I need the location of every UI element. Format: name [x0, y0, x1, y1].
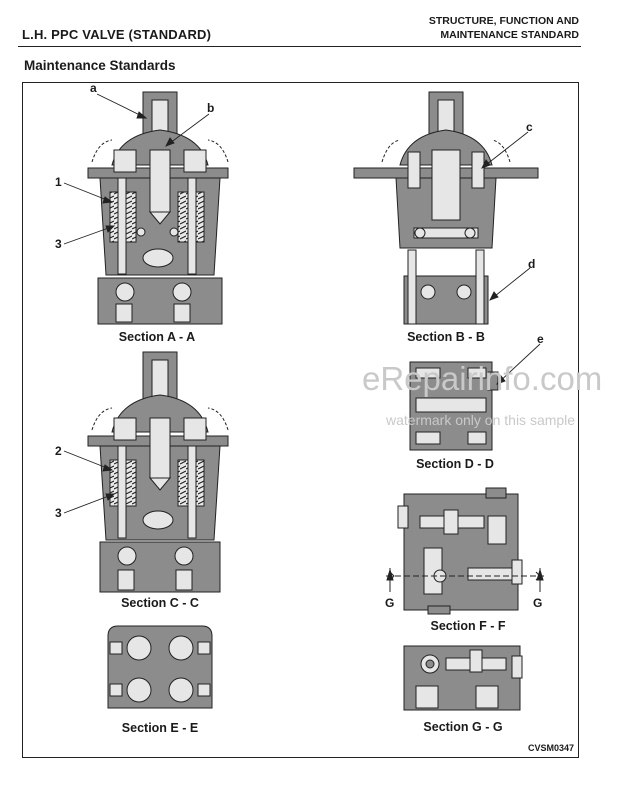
callout-leaders: [63, 93, 541, 514]
callout-2: 2: [55, 444, 62, 458]
watermark-main: eRepairinfo.com: [362, 360, 602, 397]
callout-3-lower: 3: [55, 506, 62, 520]
diagram-frame: [22, 82, 579, 758]
page-header-category: STRUCTURE, FUNCTION AND MAINTENANCE STAN…: [429, 14, 579, 42]
page-header-category-line1: STRUCTURE, FUNCTION AND: [428, 15, 579, 27]
label-section-c-c: Section C - C: [121, 596, 199, 610]
callout-e: e: [537, 332, 544, 346]
header-rule: [18, 46, 581, 47]
page-header-title: L.H. PPC VALVE (STANDARD): [22, 27, 212, 42]
label-section-f-f: Section F - F: [431, 619, 506, 633]
section-c-c-drawing: [87, 351, 229, 593]
label-section-g-g: Section G - G: [423, 720, 502, 734]
callout-d: d: [528, 257, 535, 271]
callout-1: 1: [55, 175, 62, 189]
section-e-e-drawing: [107, 625, 213, 709]
label-section-a-a: Section A - A: [119, 330, 195, 344]
section-b-b-drawing: [353, 91, 539, 325]
callout-c: c: [526, 120, 533, 134]
label-section-d-d: Section D - D: [416, 457, 494, 471]
section-g-g-drawing: [403, 645, 523, 711]
watermark-sub: watermark only on this sample: [385, 412, 575, 428]
cut-marker-g-left: G: [385, 596, 394, 610]
section-f-f-drawing: [386, 487, 544, 615]
section-title: Maintenance Standards: [24, 58, 176, 73]
callout-a: a: [90, 81, 97, 95]
callout-b: b: [207, 101, 214, 115]
callout-3-upper: 3: [55, 237, 62, 251]
drawing-code: CVSM0347: [528, 743, 574, 753]
section-a-a-drawing: [87, 91, 229, 325]
page-header-category-line2: MAINTENANCE STANDARD: [440, 29, 579, 41]
label-section-b-b: Section B - B: [407, 330, 485, 344]
cut-marker-g-right: G: [533, 596, 542, 610]
label-section-e-e: Section E - E: [122, 721, 198, 735]
